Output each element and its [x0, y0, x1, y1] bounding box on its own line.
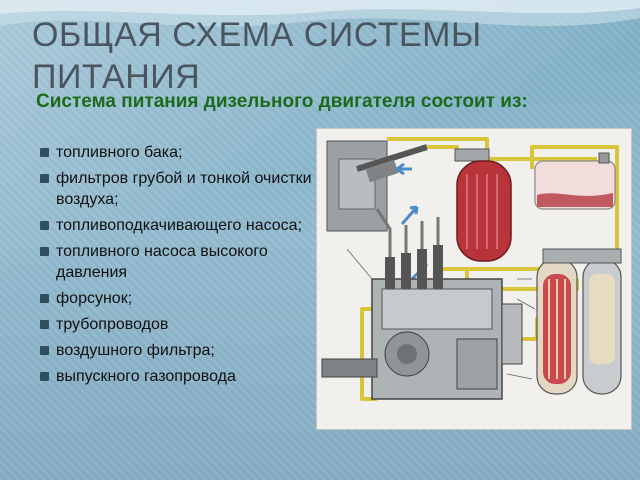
list-item: воздушного фильтра;	[38, 340, 323, 361]
bullet-icon	[40, 346, 49, 355]
page-title: ОБЩАЯ СХЕМА СИСТЕМЫ ПИТАНИЯ	[32, 16, 482, 96]
diesel-fuel-system-diagram-icon	[321, 137, 622, 401]
bullet-icon	[40, 320, 49, 329]
fuel-system-figure	[316, 128, 632, 430]
bullet-icon	[40, 372, 49, 381]
bullet-icon	[40, 294, 49, 303]
list-item: выпускного газопровода	[38, 366, 323, 387]
list-item-text: топливоподкачивающего насоса;	[56, 217, 303, 234]
list-item-text: фильтров грубой и тонкой очистки воздуха…	[56, 170, 312, 208]
bullet-icon	[40, 148, 49, 157]
list-item: топливного бака;	[38, 142, 323, 163]
list-item: топливоподкачивающего насоса;	[38, 215, 323, 236]
list-item-text: трубопроводов	[56, 316, 169, 333]
list-item-text: форсунок;	[56, 290, 133, 307]
list-item-text: топливного насоса высокого давления	[56, 243, 268, 281]
top-wave-decoration	[0, 0, 640, 27]
bullet-icon	[40, 174, 49, 183]
component-list: топливного бака; фильтров грубой и тонко…	[38, 142, 323, 392]
bullet-icon	[40, 221, 49, 230]
list-item-text: топливного бака;	[56, 144, 183, 161]
list-item-text: воздушного фильтра;	[56, 342, 215, 359]
bullet-icon	[40, 247, 49, 256]
slide-subtitle: Система питания дизельного двигателя сос…	[36, 91, 528, 112]
list-item: форсунок;	[38, 288, 323, 309]
list-item: топливного насоса высокого давления	[38, 241, 323, 283]
list-item-text: выпускного газопровода	[56, 368, 236, 385]
list-item: фильтров грубой и тонкой очистки воздуха…	[38, 168, 323, 210]
list-item: трубопроводов	[38, 314, 323, 335]
